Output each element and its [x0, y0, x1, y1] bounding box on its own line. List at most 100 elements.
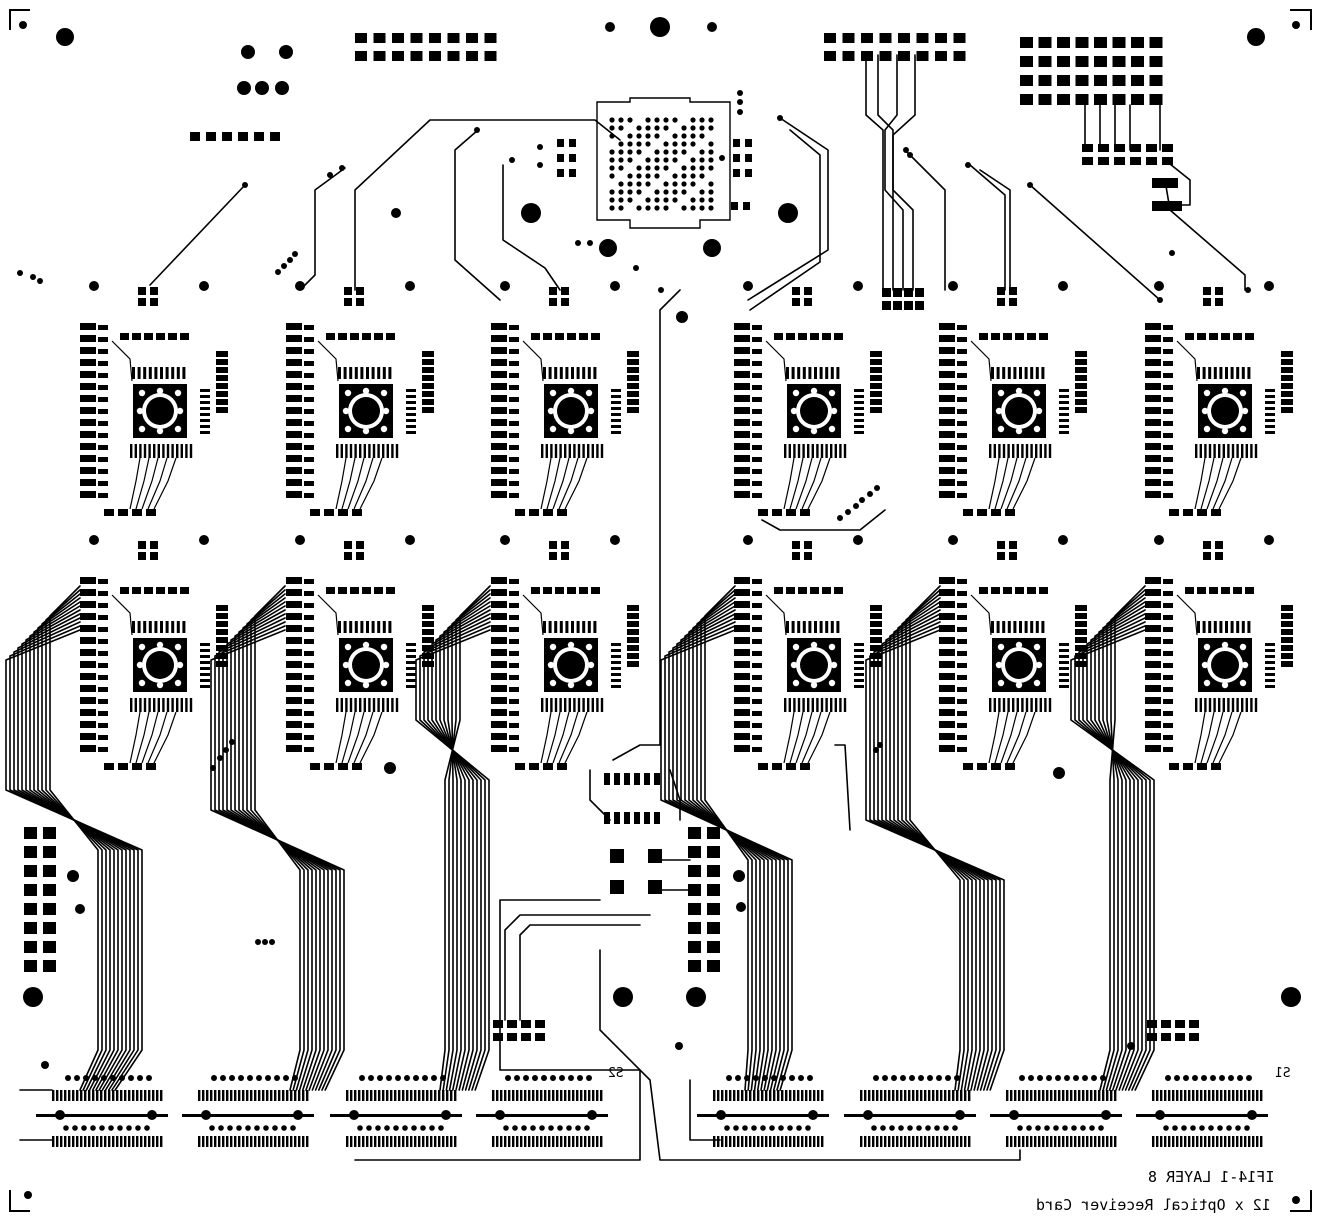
ic-pin: [624, 773, 630, 785]
receiver-pad: [939, 589, 955, 596]
receiver-via: [176, 407, 184, 415]
connector-pin: [1172, 1136, 1175, 1147]
header-pad: [24, 960, 37, 972]
mounting-hole: [1292, 1196, 1300, 1204]
receiver-pad: [1075, 367, 1087, 373]
receiver-pad: [1145, 649, 1161, 656]
receiver-pin: [340, 698, 343, 712]
connector-pin: [572, 1090, 575, 1101]
bga-ball: [645, 205, 651, 211]
connector-pin: [1244, 1090, 1247, 1101]
receiver-pad: [870, 351, 882, 357]
receiver-pad: [627, 653, 639, 659]
resistor-pad: [254, 132, 264, 141]
receiver-pad: [304, 397, 314, 402]
connector-via: [1028, 1075, 1034, 1081]
receiver-pin: [200, 685, 210, 688]
connector-pin: [908, 1136, 911, 1147]
bga-cap-pad: [731, 202, 738, 210]
receiver-pin: [854, 389, 864, 392]
ic-pin: [604, 773, 610, 785]
receiver-trace: [359, 711, 383, 764]
optical-receiver: [939, 281, 1087, 516]
receiver-trace: [540, 457, 552, 510]
connector-pin: [600, 1136, 603, 1147]
ic-pin: [614, 812, 620, 824]
bga-ball: [699, 189, 705, 195]
via: [30, 274, 36, 280]
bga-ball: [708, 141, 714, 147]
receiver-pin: [548, 621, 552, 633]
connector-pin: [1260, 1090, 1263, 1101]
receiver-trace: [317, 340, 339, 382]
bga-ball: [654, 149, 660, 155]
receiver-pad: [957, 433, 967, 438]
receiver-pin: [1002, 367, 1006, 379]
connector-pin: [390, 1090, 393, 1101]
connector-pin: [132, 1136, 135, 1147]
receiver-via: [1033, 643, 1041, 651]
receiver-trace: [347, 457, 365, 510]
via: [281, 263, 287, 269]
mounting-hole: [1247, 28, 1265, 46]
connector-via: [413, 1075, 419, 1081]
connector-via: [274, 1075, 280, 1081]
connector-pin: [725, 1136, 728, 1147]
resistor-pad: [1130, 157, 1141, 165]
receiver-pad: [304, 385, 314, 390]
receiver-pad: [939, 455, 955, 462]
connector-pin: [1086, 1090, 1089, 1101]
receiver-pad: [752, 579, 762, 584]
receiver-pad: [1163, 361, 1173, 366]
via: [859, 497, 865, 503]
bga-ball: [618, 149, 624, 155]
mounting-hole: [275, 81, 289, 95]
receiver-trace: [1012, 711, 1036, 764]
receiver-trace: [1006, 457, 1027, 510]
connector-pin: [374, 1090, 377, 1101]
receiver-pin: [820, 698, 824, 712]
connector-via: [135, 1125, 141, 1131]
receiver-pin: [382, 367, 386, 379]
header-pad: [688, 903, 701, 915]
bga-ball: [636, 133, 642, 139]
receiver-via: [1203, 389, 1211, 397]
bypass-cap-pad: [344, 287, 352, 295]
receiver-pad: [304, 627, 314, 632]
receiver-pad: [509, 325, 519, 330]
receiver-pad: [98, 723, 108, 728]
receiver-pin: [565, 367, 569, 379]
receiver-via: [1201, 407, 1209, 415]
connector-pin: [1106, 1136, 1109, 1147]
receiver-pad: [1281, 605, 1293, 611]
receiver-pad: [286, 709, 302, 716]
receiver-pin: [1241, 698, 1244, 712]
receiver-pad: [752, 663, 762, 668]
receiver-pad: [80, 661, 96, 668]
receiver-pad: [80, 359, 96, 366]
receiver-pin: [377, 621, 381, 633]
bga-cap-pad: [745, 139, 752, 147]
receiver-via: [547, 407, 555, 415]
connector-pin: [737, 1090, 740, 1101]
receiver-pad: [939, 407, 955, 414]
connector-peg: [55, 1110, 65, 1120]
receiver-pad: [491, 745, 507, 752]
receiver-pin: [1059, 685, 1069, 688]
connector-pin: [306, 1090, 309, 1101]
connector-via: [873, 1075, 879, 1081]
header-pad: [688, 827, 701, 839]
receiver-pin: [582, 444, 585, 458]
bypass-cap-pad: [1215, 541, 1223, 549]
bga-ball: [627, 173, 633, 179]
receiver-via: [810, 427, 818, 435]
connector-via: [126, 1125, 132, 1131]
receiver-pad: [80, 745, 96, 752]
connector-via: [366, 1125, 372, 1131]
connector-pin: [52, 1136, 55, 1147]
header-pad: [429, 51, 441, 61]
receiver-pin: [825, 444, 828, 458]
receiver-pin: [587, 621, 591, 633]
edge-connector: [844, 1075, 976, 1147]
receiver-pad: [734, 661, 750, 668]
